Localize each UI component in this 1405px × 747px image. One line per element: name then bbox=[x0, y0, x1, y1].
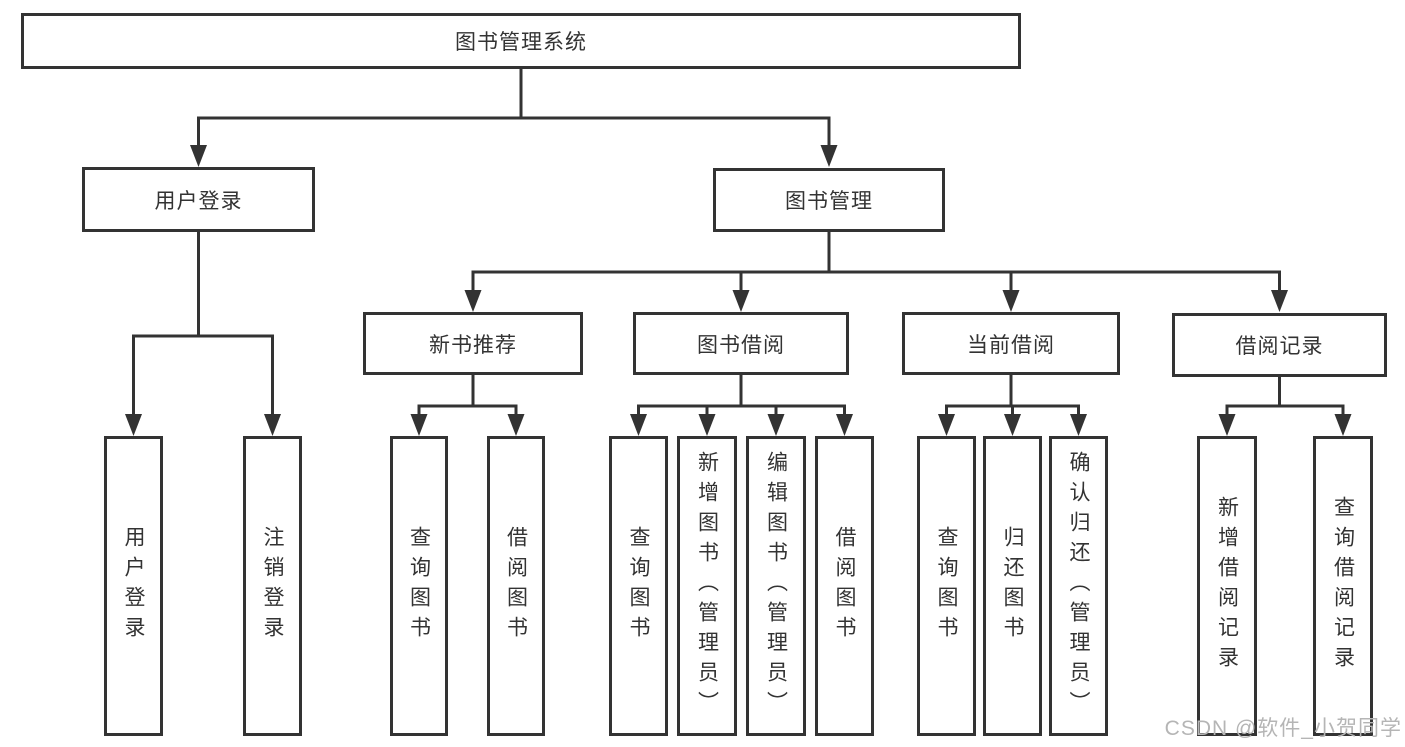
leaf-add-books-admin: 新增图书（管理员） bbox=[677, 436, 737, 736]
leaf-label: 查询借阅记录 bbox=[1331, 496, 1355, 676]
leaf-label: 编辑图书（管理员） bbox=[764, 451, 788, 721]
leaf-query-borrow-record: 查询借阅记录 bbox=[1313, 436, 1373, 736]
node-label: 图书借阅 bbox=[697, 333, 785, 357]
leaf-return-books: 归还图书 bbox=[983, 436, 1042, 736]
arrowheads bbox=[125, 145, 1352, 436]
leaf-logout: 注销登录 bbox=[243, 436, 302, 736]
node-label: 图书管理系统 bbox=[455, 31, 587, 54]
leaf-query-books-borrow: 查询图书 bbox=[609, 436, 668, 736]
leaf-borrow-books: 借阅图书 bbox=[815, 436, 874, 736]
leaf-label: 新增借阅记录 bbox=[1215, 496, 1239, 676]
leaf-label: 用户登录 bbox=[122, 526, 145, 646]
leaf-label: 归还图书 bbox=[1001, 526, 1024, 646]
leaf-label: 借阅图书 bbox=[504, 526, 528, 646]
leaf-label: 查询图书 bbox=[935, 526, 958, 646]
node-new-book-recommend: 新书推荐 bbox=[363, 312, 583, 375]
node-user-login: 用户登录 bbox=[82, 167, 315, 232]
leaf-edit-books-admin: 编辑图书（管理员） bbox=[746, 436, 806, 736]
leaf-label: 借阅图书 bbox=[833, 526, 856, 646]
node-label: 当前借阅 bbox=[967, 333, 1055, 357]
csdn-watermark: CSDN @软件_小贺同学 bbox=[1164, 717, 1402, 740]
node-current-borrow: 当前借阅 bbox=[902, 312, 1120, 375]
node-library-management-system: 图书管理系统 bbox=[21, 13, 1021, 69]
leaf-label: 确认归还（管理员） bbox=[1067, 451, 1090, 721]
leaf-label: 查询图书 bbox=[627, 526, 650, 646]
node-label: 新书推荐 bbox=[429, 333, 517, 357]
leaf-borrow-books-recommend: 借阅图书 bbox=[487, 436, 545, 736]
leaf-label: 注销登录 bbox=[261, 526, 284, 646]
leaf-label: 新增图书（管理员） bbox=[695, 451, 719, 721]
leaf-label: 查询图书 bbox=[407, 526, 431, 646]
node-book-management: 图书管理 bbox=[713, 168, 945, 232]
node-label: 借阅记录 bbox=[1235, 335, 1324, 358]
node-label: 图书管理 bbox=[785, 190, 873, 213]
leaf-confirm-return-admin: 确认归还（管理员） bbox=[1049, 436, 1108, 736]
node-book-borrow: 图书借阅 bbox=[633, 312, 849, 375]
leaf-query-books-recommend: 查询图书 bbox=[390, 436, 448, 736]
leaf-user-login: 用户登录 bbox=[104, 436, 163, 736]
node-borrow-records: 借阅记录 bbox=[1172, 313, 1387, 377]
leaf-query-books-current: 查询图书 bbox=[917, 436, 976, 736]
node-label: 用户登录 bbox=[154, 189, 243, 213]
leaf-add-borrow-record: 新增借阅记录 bbox=[1197, 436, 1257, 736]
